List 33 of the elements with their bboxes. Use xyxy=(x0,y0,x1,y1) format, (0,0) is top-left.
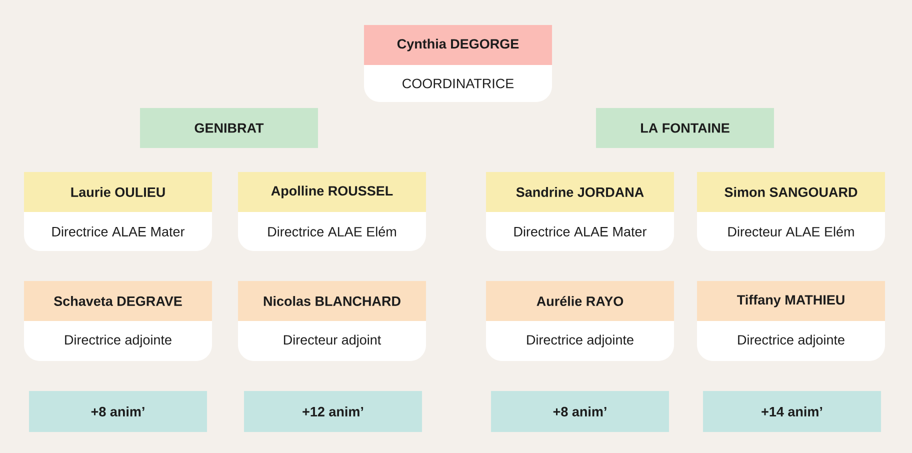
staff-card xyxy=(697,172,885,251)
job-title: Directrice ALAE Mater xyxy=(514,226,647,236)
person-name: Aurélie RAYO xyxy=(536,296,624,306)
team-size-box: +12 anim’ xyxy=(244,391,422,432)
staff-card xyxy=(697,281,885,361)
team-size-box: +14 anim’ xyxy=(703,391,881,432)
staff-card xyxy=(486,281,674,361)
person-name: Simon SANGOUARD xyxy=(724,187,858,197)
person-name: Tiffany MATHIEU xyxy=(737,294,844,308)
team-size-box: +8 anim’ xyxy=(491,391,669,432)
job-title: Directrice ALAE Mater xyxy=(52,226,185,236)
job-title: Directeur ALAE Elém xyxy=(728,226,854,237)
job-title: Directrice ALAE Elém xyxy=(268,226,396,237)
person-name: Apolline ROUSSEL xyxy=(271,186,393,198)
person-name: Sandrine JORDANA xyxy=(516,187,644,197)
job-title: Directrice adjointe xyxy=(65,334,172,348)
staff-card xyxy=(24,281,212,361)
job-title: Directrice adjointe xyxy=(527,334,634,348)
site-label-box: LA FONTAINE xyxy=(596,108,774,148)
person-name: Cynthia DEGORGE xyxy=(397,38,519,52)
person-name: Schaveta DEGRAVE xyxy=(54,296,182,306)
staff-card xyxy=(238,172,426,251)
team-size-box: +8 anim’ xyxy=(29,391,207,432)
job-title: COORDINATRICE xyxy=(402,78,514,88)
staff-card xyxy=(486,172,674,251)
staff-card xyxy=(238,281,426,361)
person-name: Nicolas BLANCHARD xyxy=(264,296,400,306)
person-name: Laurie OULIEU xyxy=(71,187,165,197)
job-title: Directrice adjointe xyxy=(738,334,844,348)
staff-card xyxy=(364,25,552,102)
site-label-box: GENIBRAT xyxy=(140,108,318,148)
job-title: Directeur adjoint xyxy=(284,334,382,348)
staff-card xyxy=(24,172,212,251)
